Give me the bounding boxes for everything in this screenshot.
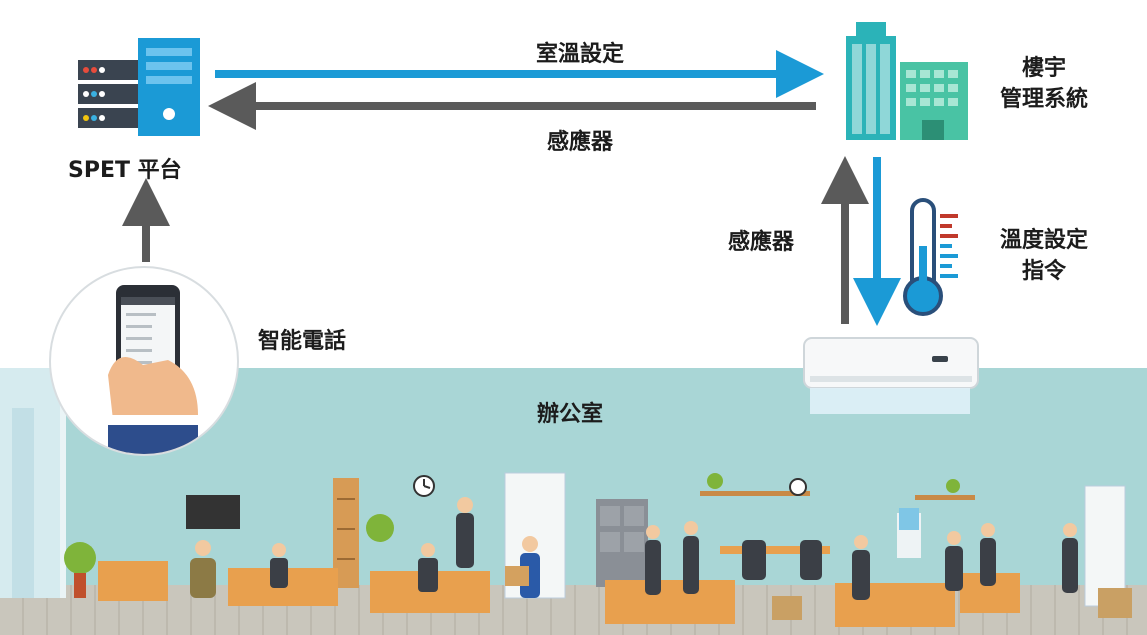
label-smartphone: 智能電話 <box>258 329 347 354</box>
smartphone-hand-icon <box>49 266 239 456</box>
server-icon <box>78 38 200 136</box>
thermometer-icon <box>903 198 958 316</box>
air-conditioner-icon <box>803 337 979 414</box>
label-bms: 樓宇 管理系統 <box>999 56 1088 112</box>
office-window <box>0 368 66 598</box>
flow-arrows <box>122 50 901 326</box>
label-office: 辦公室 <box>536 402 603 427</box>
office-scene-illustration <box>64 472 1132 627</box>
label-sensor-top: 感應器 <box>546 130 613 155</box>
buildings-icon <box>846 22 968 140</box>
label-sensor-side: 感應器 <box>728 230 795 255</box>
label-spet-platform: SPET 平台 <box>68 158 182 183</box>
label-temp-command: 溫度設定 指令 <box>999 228 1088 284</box>
label-room-temp-setting: 室溫設定 <box>535 42 624 67</box>
